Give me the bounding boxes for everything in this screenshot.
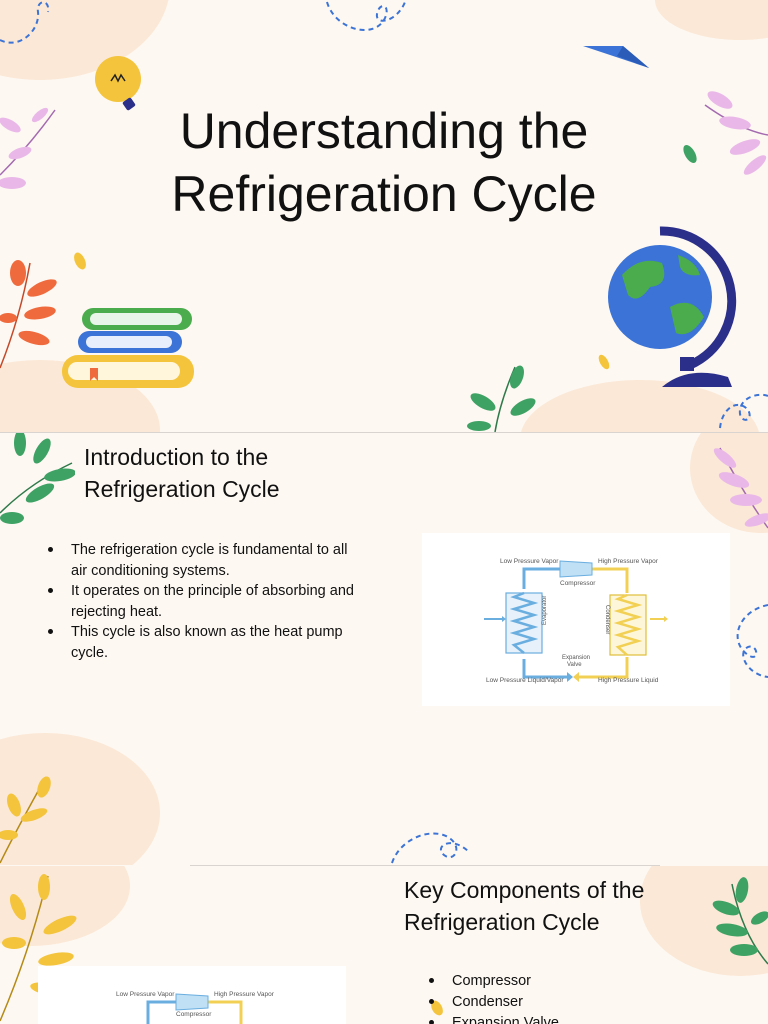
label-expansion: Expansion <box>562 655 590 661</box>
paper-plane-icon <box>583 46 649 68</box>
yellow-leaf-icon <box>0 776 51 864</box>
green-leaf-icon <box>683 144 697 164</box>
compressor-symbol <box>175 993 209 1011</box>
pink-leaf-icon <box>704 91 768 175</box>
label-low-pressure-vapor: Low Pressure Vapor <box>116 991 175 998</box>
list-item: Condenser <box>426 992 676 1013</box>
globe-icon <box>608 226 737 387</box>
list-item: Compressor <box>426 971 676 992</box>
compressor-symbol <box>559 560 593 578</box>
dashed-swirl-icon <box>0 1 50 44</box>
label-low-pressure-liquid-vapor: Low Pressure Liquid/Vapor <box>486 677 564 684</box>
slide-divider <box>190 865 660 866</box>
label-condenser: Condenser <box>604 605 610 634</box>
refrigeration-cycle-diagram: Low Pressure Vapor High Pressure Vapor C… <box>422 533 730 706</box>
label-compressor: Compressor <box>560 580 596 587</box>
list-item: This cycle is also known as the heat pum… <box>45 622 365 663</box>
label-high-pressure-vapor: High Pressure Vapor <box>598 558 659 565</box>
dashed-swirl-icon <box>736 604 768 678</box>
key-components-slide: Key Components of the Refrigeration Cycl… <box>0 866 768 1024</box>
label-low-pressure-vapor: Low Pressure Vapor <box>500 558 559 565</box>
green-leaf-icon <box>0 433 75 524</box>
light-bulb-icon <box>95 56 141 111</box>
list-item: It operates on the principle of absorbin… <box>45 581 365 622</box>
section-heading: Key Components of the Refrigeration Cycl… <box>404 877 645 935</box>
list-item: Expansion Valve <box>426 1013 676 1024</box>
label-high-pressure-vapor: High Pressure Vapor <box>214 991 275 998</box>
yellow-leaf-icon <box>0 874 77 1022</box>
background-blob <box>655 0 768 40</box>
label-valve: Valve <box>567 662 582 668</box>
orange-leaf-icon <box>0 260 57 369</box>
pink-leaf-icon <box>713 447 768 529</box>
title-slide: Understanding the Refrigeration Cycle <box>0 0 768 432</box>
refrigeration-cycle-diagram: Low Pressure Vapor High Pressure Vapor C… <box>38 966 346 1024</box>
pink-leaf-icon <box>0 107 56 189</box>
yellow-leaf-icon <box>431 1000 443 1016</box>
books-icon <box>62 308 194 388</box>
presentation-title: Understanding the Refrigeration Cycle <box>171 103 597 222</box>
introduction-slide: Introduction to the Refrigeration Cycle … <box>0 433 768 865</box>
bullet-list: The refrigeration cycle is fundamental t… <box>45 540 365 664</box>
yellow-leaf-icon <box>74 252 86 270</box>
green-leaf-icon <box>467 365 536 432</box>
list-item: The refrigeration cycle is fundamental t… <box>45 540 365 581</box>
bullet-list: Compressor Condenser Expansion Valve <box>426 971 676 1024</box>
section-heading: Introduction to the Refrigeration Cycle <box>84 444 280 502</box>
label-evaporator: Evaporator <box>542 596 548 625</box>
slide-divider <box>0 432 768 433</box>
label-high-pressure-liquid: High Pressure Liquid <box>598 677 659 684</box>
dashed-swirl-icon <box>719 393 768 429</box>
dashed-swirl-icon <box>391 832 469 864</box>
green-leaf-icon <box>712 877 768 965</box>
dashed-swirl-icon <box>326 1 406 31</box>
yellow-leaf-icon <box>598 354 610 370</box>
label-compressor: Compressor <box>176 1011 212 1018</box>
